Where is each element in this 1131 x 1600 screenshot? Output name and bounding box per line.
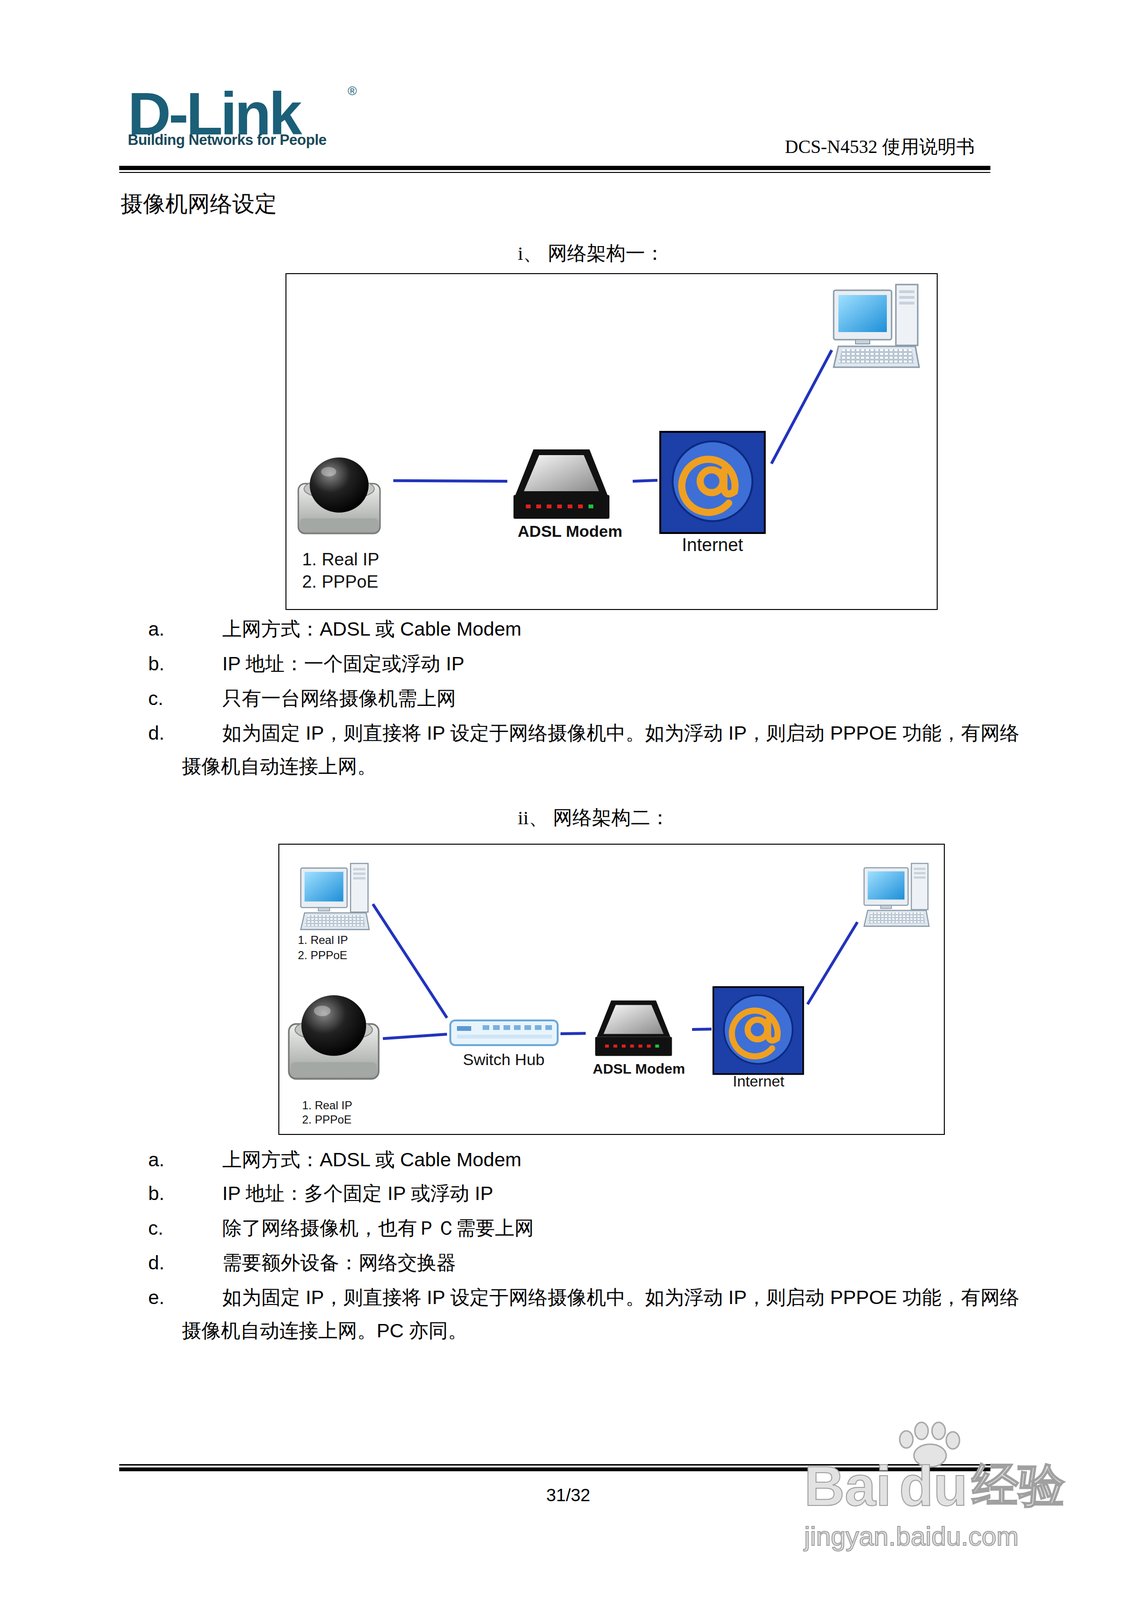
- network-wire: [807, 921, 858, 1005]
- diagram-frame: [278, 844, 945, 1135]
- pc-icon: [864, 863, 930, 927]
- section-title: 摄像机网络设定: [120, 189, 277, 219]
- node-label: 2. PPPoE: [302, 1112, 352, 1127]
- list-text: 需要额外设备：网络交换器: [222, 1245, 457, 1280]
- camera-icon: [288, 995, 379, 1079]
- internet-node: Internet: [657, 428, 768, 558]
- network-link: [560, 1033, 586, 1035]
- node-label: Internet: [682, 534, 744, 557]
- pc-node: 1. Real IP2. PPPoE: [292, 860, 373, 967]
- list-text: 上网方式：ADSL 或 Cable Modem: [222, 1142, 522, 1177]
- node-label: Internet: [732, 1072, 785, 1091]
- node-label: 1. Real IP: [302, 549, 380, 571]
- list-text: 上网方式：ADSL 或 Cable Modem: [222, 612, 522, 646]
- list-text: 只有一台网络摄像机需上网: [222, 681, 457, 715]
- node-label: Switch Hub: [463, 1049, 545, 1070]
- network-wire: [771, 350, 832, 464]
- camera-node: 1. Real IP2. PPPoE: [285, 992, 383, 1129]
- pc-icon: [833, 284, 920, 368]
- node-label: 1. Real IP: [297, 933, 348, 948]
- list-text: 如为固定 IP，则直接将 IP 设定于网络摄像机中。如为浮动 IP，则启动 PP…: [181, 716, 1033, 783]
- link-line: [393, 480, 508, 482]
- node-label: 2. PPPoE: [302, 571, 379, 593]
- list-letter: d.: [148, 716, 165, 750]
- network-link: [632, 480, 658, 482]
- modem-node: ADSL Modem: [585, 997, 693, 1079]
- logo-mark: ®: [347, 83, 357, 99]
- list-letter: b.: [148, 646, 165, 681]
- list-letter: a.: [148, 1142, 165, 1177]
- watermark: Bai: [804, 1452, 892, 1521]
- list-letter: c.: [148, 1211, 164, 1245]
- link-line: [372, 903, 447, 1018]
- header-text: DCS-N4532 使用说明书: [784, 135, 975, 159]
- network-link: [372, 903, 447, 1018]
- list-letter: b.: [148, 1176, 165, 1210]
- figure-heading: i、 网络架构一：: [517, 241, 665, 266]
- page-number: 31/32: [546, 1484, 591, 1506]
- header-rule: [119, 171, 991, 173]
- node-label: 1. Real IP: [302, 1098, 352, 1113]
- node-label: 2. PPPoE: [297, 948, 348, 963]
- switch-node: Switch Hub: [446, 1015, 561, 1071]
- list-letter: e.: [148, 1280, 165, 1314]
- watermark: 经验: [971, 1457, 1065, 1514]
- list-letter: c.: [148, 681, 164, 715]
- modem-node: ADSL Modem: [507, 446, 633, 542]
- link-line: [560, 1031, 586, 1036]
- internet-icon: [660, 431, 765, 533]
- modem-icon: [513, 449, 610, 519]
- list-text: IP 地址：多个固定 IP 或浮动 IP: [222, 1176, 494, 1210]
- network-link: [382, 1034, 447, 1039]
- list-text: IP 地址：一个固定或浮动 IP: [222, 646, 465, 681]
- switch-icon: [450, 1020, 558, 1046]
- list-letter: d.: [148, 1245, 165, 1280]
- list-letter: a.: [148, 612, 165, 646]
- network-link: [393, 480, 508, 482]
- list-text: 如为固定 IP，则直接将 IP 设定于网络摄像机中。如为浮动 IP，则启动 PP…: [181, 1280, 1033, 1348]
- camera-node: 1. Real IP2. PPPoE: [294, 454, 394, 594]
- figure-heading: ii、 网络架构二：: [517, 806, 670, 830]
- modem-icon: [595, 1000, 673, 1056]
- link-line: [632, 480, 658, 482]
- node-label: ADSL Modem: [592, 1060, 685, 1078]
- watermark: jingyan.baidu.com: [804, 1520, 1019, 1552]
- pc-icon: [300, 863, 370, 930]
- list-text: 除了网络摄像机，也有ＰＣ需要上网: [222, 1211, 534, 1245]
- header-rule: [119, 165, 991, 171]
- internet-icon: [713, 987, 804, 1074]
- link-line: [692, 1027, 712, 1031]
- logo-slogan: Building Networks for People: [127, 131, 327, 149]
- link-line: [382, 1034, 447, 1039]
- internet-node: Internet: [711, 983, 806, 1092]
- watermark: du: [899, 1452, 968, 1521]
- camera-icon: [298, 457, 381, 534]
- node-label: ADSL Modem: [517, 521, 623, 542]
- network-link: [692, 1028, 712, 1030]
- diagram-frame: [285, 273, 938, 610]
